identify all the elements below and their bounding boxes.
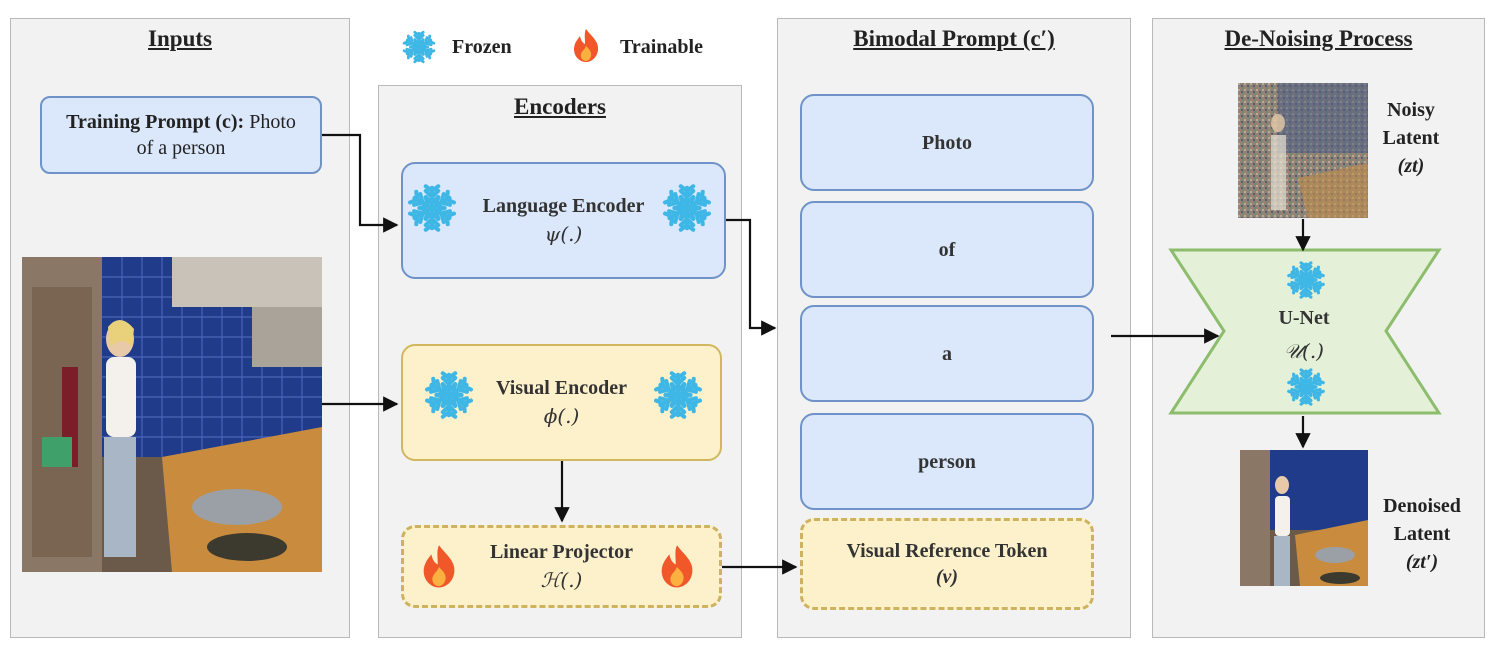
language-encoder-math: ψ(.) [544,221,583,246]
visual-encoder-math: ϕ(.) [543,403,580,428]
language-to-bimodal-arrow [726,218,777,336]
visual-encoder-label: Visual Encoder [496,376,627,399]
training-prompt-text-2: of a person [136,137,226,159]
input-photo [22,257,322,572]
visual-reference-token-symbol: (v) [935,566,959,588]
latent-text: Latent [1382,127,1440,149]
encoders-title: Encoders [514,94,606,119]
unet-shape [1168,248,1442,415]
visual-reference-token-box: Visual Reference Token (v) [800,518,1094,610]
denoised-text: Denoised [1383,495,1461,517]
prompt-to-language-arrow [322,133,399,233]
legend-frozen-label: Frozen [452,36,512,58]
training-prompt-label: Training Prompt (c): [66,111,245,133]
latent-text: Latent [1393,523,1451,545]
noisy-text: Noisy [1387,99,1435,121]
training-prompt-box: Training Prompt (c): Photo of a person [40,96,322,174]
legend-trainable-label: Trainable [620,36,703,58]
token-text: person [918,450,976,473]
token-text: Photo [922,131,972,154]
token-box: of [800,201,1094,298]
denoised-latent-label: Denoised Latent (zt′) [1372,492,1472,576]
linear-projector-label: Linear Projector [489,540,634,563]
noisy-latent-image [1238,83,1368,218]
linear-projector-math: ℋ(.) [540,567,583,592]
denoised-latent-image [1240,450,1368,586]
inputs-title: Inputs [148,26,212,51]
training-prompt-text-1: Photo [249,111,296,133]
zt-text: (zt) [1397,155,1425,177]
token-text: a [942,342,952,365]
unet-label: U-Net [1278,307,1330,329]
denoise-title: De-Noising Process [1224,26,1413,51]
visual-reference-token-label: Visual Reference Token [846,540,1048,562]
bimodal-title: Bimodal Prompt (c′) [853,26,1055,51]
token-box: a [800,305,1094,402]
noisy-latent-label: Noisy Latent (zt) [1376,96,1446,180]
zt-prime-text: (zt′) [1405,551,1439,573]
unet-math: 𝒰(.) [1284,339,1324,363]
token-box: person [800,413,1094,510]
token-text: of [938,238,956,261]
token-box: Photo [800,94,1094,191]
language-encoder-label: Language Encoder [482,194,645,217]
